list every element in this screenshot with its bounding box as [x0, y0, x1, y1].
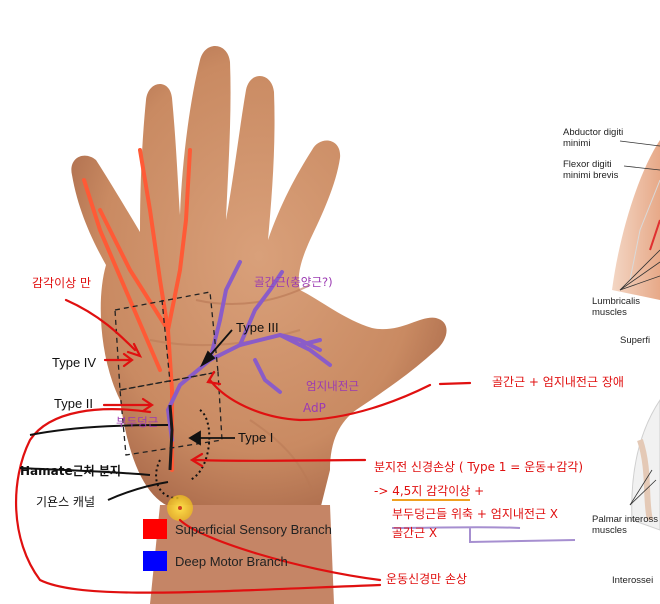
- legend-sensory: Superficial Sensory Branch: [143, 519, 332, 539]
- interossei-label: Interossei: [612, 575, 654, 586]
- flexor-digiti-minimi-label: Flexor digiti minimi brevis: [563, 159, 619, 182]
- red-annotations: [14, 298, 472, 594]
- superficial-label: Superfi: [620, 335, 651, 346]
- interossei-adductor-disorder-note: 골간근 + 엄지내전근 장애: [492, 375, 624, 389]
- adductor-pollicis-note: 엄지내전근: [306, 379, 359, 393]
- lumbricalis-label: Lumbricalis muscles: [592, 296, 641, 319]
- black-leader-lines: [19, 424, 169, 501]
- type-i-label: Type I: [238, 430, 274, 445]
- guyon-canal-note: 기욘스 캐널: [36, 495, 96, 509]
- type-arrows: [188, 329, 235, 446]
- zone-boxes: [114, 291, 223, 456]
- legend-motor: Deep Motor Branch: [143, 551, 288, 571]
- right-anatomy-image: [612, 140, 660, 531]
- ulnar-nerve-trunk: [168, 404, 174, 471]
- legend-motor-swatch: [143, 551, 167, 571]
- type-iii-label: Type III: [236, 320, 279, 335]
- type-ii-label: Type II: [54, 396, 94, 411]
- purple-underline: [391, 526, 576, 544]
- hamate-branch-note: Hamate근처 분지: [20, 464, 121, 478]
- interossei-x-note: 골간근 X: [392, 526, 438, 540]
- legend-sensory-label: Superficial Sensory Branch: [175, 521, 332, 537]
- interossei-question-note: 골간근(충양근?): [254, 275, 333, 289]
- abductor-digiti-minimi-label: Abductor digiti minimi: [563, 127, 624, 150]
- hypothenar-atrophy-note: 부두덩근들 위축 + 엄지내전근 X: [392, 507, 559, 521]
- legend-sensory-swatch: [143, 519, 167, 539]
- sensory-45-note: -> 4,5지 감각이상 +: [374, 484, 485, 498]
- sensory-only-note: 감각이상 만: [32, 276, 92, 290]
- type-iv-label: Type IV: [52, 355, 97, 370]
- legend-motor-label: Deep Motor Branch: [175, 553, 288, 569]
- pre-branch-injury-note: 분지전 신경손상 ( Type 1 = 운동+감각): [374, 460, 583, 474]
- guyon-canal-outline: [155, 409, 211, 500]
- adp-note: AdP: [303, 401, 326, 415]
- motor-only-injury-note: 운동신경만 손상: [386, 572, 468, 586]
- hypothenar-note: 부두덩근: [116, 415, 159, 429]
- palmar-interossei-label: Palmar inteross muscles: [592, 514, 658, 537]
